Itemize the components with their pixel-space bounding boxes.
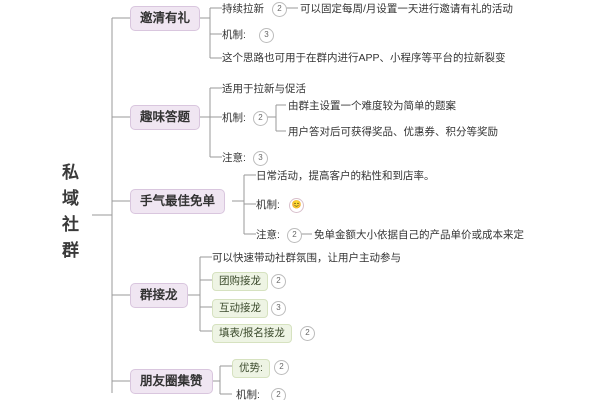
branch-node-5[interactable]: 朋友圈集赞 [130,369,213,394]
branch-2-sub-1-leaf-1[interactable]: 适用于拉新与促活 [222,83,306,95]
branch-1-sub-2-count[interactable]: 3 [259,28,274,43]
branch-1-sub-1-label[interactable]: 持续拉新 [222,3,264,15]
branch-2-sub-2-leaf-2[interactable]: 用户答对后可获得奖品、优惠券、积分等奖励 [288,126,498,138]
branch-4-sub-3-count[interactable]: 3 [271,301,286,316]
branch-node-1[interactable]: 邀清有礼 [130,6,201,31]
branch-4-sub-4-label[interactable]: 填表/报名接龙 [212,324,292,343]
branch-2-sub-2-label[interactable]: 机制: [222,112,246,124]
branch-4-sub-1-leaf-1[interactable]: 可以快速带动社群氛围，让用户主动参与 [212,252,401,264]
branch-2-sub-3-label[interactable]: 注意: [222,152,246,164]
branch-5-sub-1-label[interactable]: 优势: [232,359,270,378]
branch-5-sub-2-count[interactable]: 2 [271,388,286,400]
root-node[interactable]: 私 域 社 群 [54,160,88,264]
branch-node-2[interactable]: 趣味答题 [130,105,201,130]
branch-5-sub-1-count[interactable]: 2 [274,360,289,375]
root-char-1: 域 [62,189,80,208]
branch-1-sub-1-count[interactable]: 2 [272,2,287,17]
branch-node-4[interactable]: 群接龙 [130,283,188,308]
root-char-2: 社 [62,215,80,234]
branch-3-sub-2-label[interactable]: 机制: [256,199,280,211]
branch-4-sub-2-count[interactable]: 2 [271,274,286,289]
branch-5-sub-2-label[interactable]: 机制: [236,389,260,400]
branch-3-sub-2-count[interactable]: 😊 [289,198,304,213]
branch-1-sub-2-label[interactable]: 机制: [222,29,246,41]
branch-4-sub-4-count[interactable]: 2 [300,326,315,341]
branch-3-sub-3-leaf-1[interactable]: 免单金额大小依据自己的产品单价或成本来定 [314,229,524,241]
branch-4-sub-3-label[interactable]: 互动接龙 [212,299,268,318]
root-char-3: 群 [62,241,80,260]
branch-1-sub-1-leaf-1[interactable]: 可以固定每周/月设置一天进行邀请有礼的活动 [300,3,513,15]
root-char-0: 私 [62,163,80,182]
branch-node-3[interactable]: 手气最佳免单 [130,189,226,214]
branch-2-sub-2-count[interactable]: 2 [253,111,268,126]
branch-2-sub-3-count[interactable]: 3 [253,151,268,166]
branch-3-sub-1-leaf-1[interactable]: 日常活动，提高客户的粘性和到店率。 [256,170,435,182]
branch-3-sub-3-label[interactable]: 注意: [256,229,280,241]
branch-4-sub-2-label[interactable]: 团购接龙 [212,272,268,291]
branch-2-sub-2-leaf-1[interactable]: 由群主设置一个难度较为简单的题案 [288,100,456,112]
branch-3-sub-3-count[interactable]: 2 [287,228,302,243]
branch-1-sub-3-leaf-1[interactable]: 这个思路也可用于在群内进行APP、小程序等平台的拉新裂变 [222,52,506,64]
